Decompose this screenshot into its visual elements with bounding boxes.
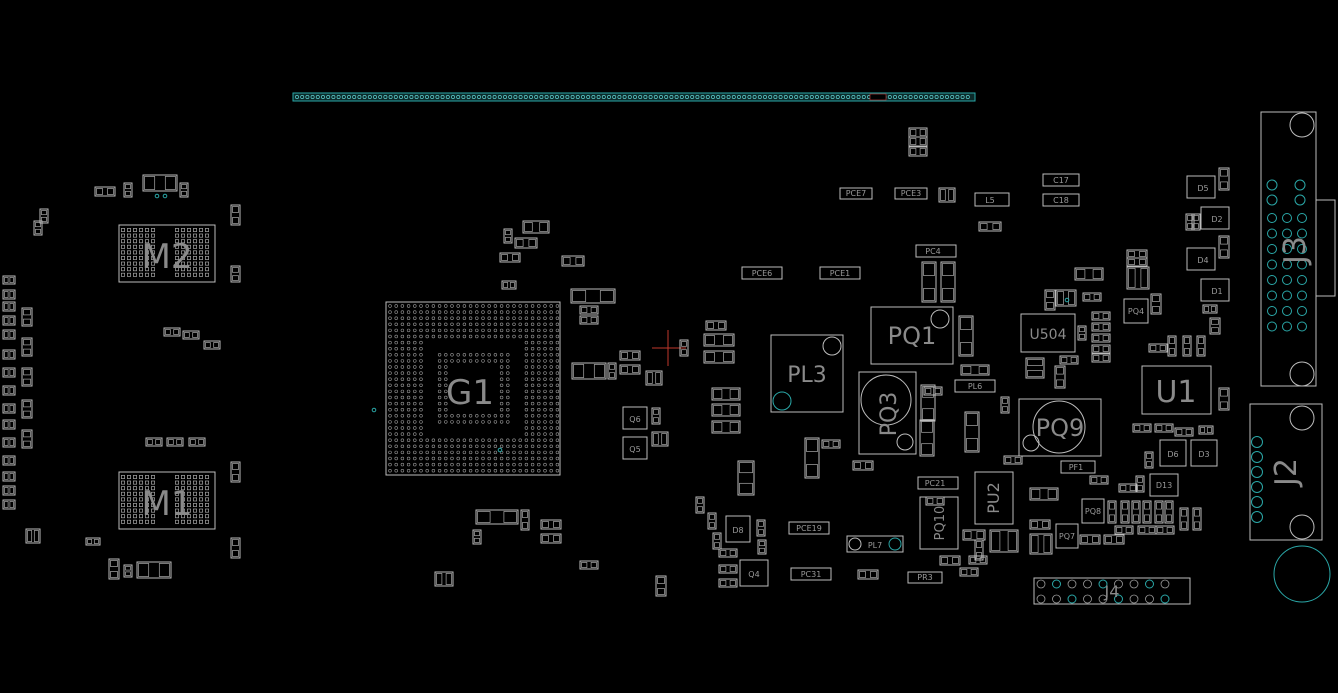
diode-d6-label: D6 bbox=[1167, 450, 1178, 459]
part-pr3-label: PR3 bbox=[917, 573, 932, 582]
connector-j2[interactable]: J2 bbox=[1249, 403, 1323, 541]
transistor-pq8[interactable]: PQ8 bbox=[1081, 498, 1105, 524]
part-pce1-label: PCE1 bbox=[830, 269, 851, 278]
cursor-crosshair bbox=[652, 330, 686, 366]
part-pc4-label: PC4 bbox=[925, 247, 941, 256]
diode-d4[interactable]: D4 bbox=[1186, 247, 1216, 271]
transistor-q6-label: Q6 bbox=[629, 415, 640, 424]
passive-components bbox=[2, 127, 1230, 597]
diode-d6[interactable]: D6 bbox=[1159, 439, 1187, 467]
transistor-q6[interactable]: Q6 bbox=[622, 406, 648, 430]
diode-d5-label: D5 bbox=[1197, 184, 1208, 193]
transistor-pq4[interactable]: PQ4 bbox=[1123, 298, 1149, 324]
diode-d2-label: D2 bbox=[1211, 215, 1222, 224]
diode-d13[interactable]: D13 bbox=[1149, 473, 1179, 497]
part-l5-label: L5 bbox=[985, 196, 995, 205]
part-pce1[interactable]: PCE1 bbox=[819, 266, 861, 280]
chip-pu2-label: PU2 bbox=[984, 482, 1003, 514]
part-c17[interactable]: C17 bbox=[1042, 173, 1080, 187]
diode-d13-label: D13 bbox=[1156, 481, 1172, 490]
part-l5[interactable]: L5 bbox=[974, 192, 1010, 207]
part-pc21[interactable]: PC21 bbox=[917, 476, 959, 490]
chip-pu2[interactable]: PU2 bbox=[974, 471, 1014, 525]
part-pce19-label: PCE19 bbox=[796, 524, 822, 533]
diode-d5[interactable]: D5 bbox=[1186, 175, 1216, 199]
transistor-q5[interactable]: Q5 bbox=[622, 436, 648, 460]
connector-j4[interactable]: J4 bbox=[1033, 577, 1191, 605]
transistor-pq9-label: PQ9 bbox=[1036, 414, 1085, 442]
top-edge-connector[interactable] bbox=[292, 92, 976, 102]
transistor-q5-label: Q5 bbox=[629, 445, 640, 454]
transistor-pq3[interactable]: PQ3 bbox=[858, 371, 917, 455]
diode-d8-label: D8 bbox=[732, 526, 743, 535]
chip-m2-label: M2 bbox=[142, 237, 193, 277]
part-pl6-label: PL6 bbox=[968, 382, 982, 391]
part-pce19[interactable]: PCE19 bbox=[788, 521, 830, 535]
diode-d1[interactable]: D1 bbox=[1200, 278, 1230, 302]
part-pc31-label: PC31 bbox=[801, 570, 822, 579]
transistor-pq8-label: PQ8 bbox=[1085, 507, 1101, 516]
diode-d1-label: D1 bbox=[1211, 287, 1222, 296]
part-pce7[interactable]: PCE7 bbox=[839, 187, 873, 200]
part-pce6-label: PCE6 bbox=[752, 269, 773, 278]
chip-u504-label: U504 bbox=[1030, 327, 1067, 343]
part-pc31[interactable]: PC31 bbox=[790, 567, 832, 581]
connector-j2-label: J2 bbox=[1269, 458, 1304, 488]
part-c17-label: C17 bbox=[1053, 176, 1069, 185]
transistor-pq4-label: PQ4 bbox=[1128, 307, 1144, 316]
transistor-pq3-label: PQ3 bbox=[877, 392, 902, 437]
part-pc21-label: PC21 bbox=[925, 479, 946, 488]
part-pr3[interactable]: PR3 bbox=[907, 571, 943, 584]
chip-m2[interactable]: M2 bbox=[118, 224, 216, 283]
connector-j4-label: J4 bbox=[1104, 582, 1120, 601]
inductor-pl3-label: PL3 bbox=[787, 363, 827, 388]
part-pf1[interactable]: PF1 bbox=[1060, 460, 1096, 474]
part-c18-label: C18 bbox=[1053, 196, 1069, 205]
part-pl7[interactable]: PL7 bbox=[846, 535, 904, 553]
transistor-pq7[interactable]: PQ7 bbox=[1055, 523, 1079, 549]
part-pc4[interactable]: PC4 bbox=[915, 244, 957, 258]
part-pce7-label: PCE7 bbox=[846, 189, 867, 198]
chip-g1[interactable]: G1 bbox=[385, 301, 561, 476]
connector-j3[interactable]: J3 bbox=[1260, 111, 1336, 387]
inductor-pl3[interactable]: PL3 bbox=[770, 334, 844, 413]
transistor-q4-label: Q4 bbox=[748, 570, 759, 579]
part-c18[interactable]: C18 bbox=[1042, 193, 1080, 207]
part-pf1-label: PF1 bbox=[1069, 463, 1084, 472]
transistor-q4[interactable]: Q4 bbox=[739, 559, 769, 587]
diode-d8[interactable]: D8 bbox=[725, 515, 751, 543]
connector-j3-label: J3 bbox=[1278, 236, 1313, 266]
chip-u1-label: U1 bbox=[1155, 375, 1196, 410]
diode-d3-label: D3 bbox=[1198, 450, 1209, 459]
transistor-pq9[interactable]: PQ9 bbox=[1018, 398, 1102, 457]
part-pce6[interactable]: PCE6 bbox=[741, 266, 783, 280]
diode-d4-label: D4 bbox=[1197, 256, 1208, 265]
chip-g1-label: G1 bbox=[446, 373, 494, 413]
transistor-pq1-label: PQ1 bbox=[888, 322, 937, 350]
part-pce3-label: PCE3 bbox=[901, 189, 922, 198]
transistor-pq10-label: PQ10 bbox=[933, 506, 948, 541]
chip-u504[interactable]: U504 bbox=[1020, 313, 1076, 353]
part-pl7-label: PL7 bbox=[868, 541, 882, 550]
part-pce3[interactable]: PCE3 bbox=[894, 187, 928, 200]
chip-m1[interactable]: M1 bbox=[118, 471, 216, 530]
part-pl6[interactable]: PL6 bbox=[954, 379, 996, 393]
mounting-hole bbox=[1273, 545, 1331, 603]
transistor-pq7-label: PQ7 bbox=[1059, 532, 1075, 541]
diode-d2[interactable]: D2 bbox=[1200, 206, 1230, 230]
transistor-pq1[interactable]: PQ1 bbox=[870, 306, 954, 365]
diode-d3[interactable]: D3 bbox=[1190, 439, 1218, 467]
chip-u1[interactable]: U1 bbox=[1141, 365, 1212, 415]
chip-m1-label: M1 bbox=[142, 484, 193, 524]
